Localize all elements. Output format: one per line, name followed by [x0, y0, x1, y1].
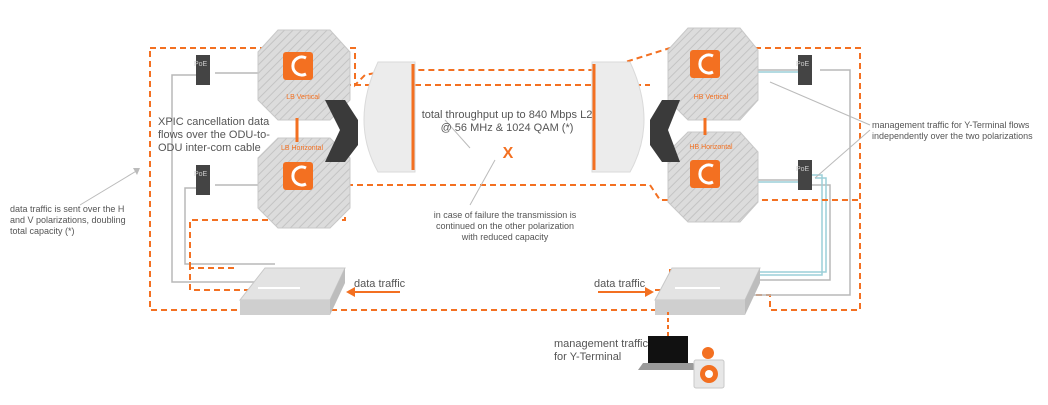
failure-mark: X — [502, 145, 514, 162]
hb-horizontal-label: HB Horizontal — [689, 144, 733, 151]
ethernet-cables — [171, 69, 851, 296]
poe-label-left-bottom: PoE — [194, 171, 208, 178]
callout-arrowhead-1 — [133, 168, 140, 175]
mgmt-terminal-note: management traffic for Y-Terminal — [554, 338, 648, 364]
y-terminal-device — [693, 347, 725, 389]
poe-injector-left-top — [196, 55, 210, 85]
data-traffic-label-left: data traffic — [354, 278, 406, 290]
antenna-right — [591, 61, 645, 173]
antenna-left — [363, 61, 416, 173]
poe-injector-right-top — [798, 55, 812, 85]
xpic-note: XPIC cancellation data flows over the OD… — [158, 116, 270, 155]
throughput-note: total throughput up to 840 Mbps L2 @ 56 … — [421, 109, 593, 135]
switch-left — [238, 267, 346, 315]
data-traffic-label-right: data traffic — [594, 278, 646, 290]
odu-lb-vertical — [257, 29, 351, 121]
hb-vertical-label: HB Vertical — [693, 94, 729, 101]
callout-lines — [79, 81, 871, 206]
arrowhead-data-right — [645, 287, 654, 297]
management-laptop — [638, 336, 700, 370]
odu-hb-vertical — [667, 27, 759, 121]
poe-label-right-bottom: PoE — [796, 166, 810, 173]
omt-connector-left — [325, 100, 358, 162]
lb-horizontal-label: LB Horizontal — [280, 145, 324, 152]
data-polarization-note: data traffic is sent over the H and V po… — [10, 204, 126, 236]
omt-connector-right — [650, 100, 680, 162]
failure-note: in case of failure the transmission is c… — [433, 210, 577, 242]
mgmt-flow-note: management traffic for Y-Terminal flows … — [872, 120, 1033, 141]
poe-label-left-top: PoE — [194, 61, 208, 68]
odu-hb-horizontal — [667, 131, 759, 223]
arrowhead-data-left — [346, 287, 355, 297]
poe-injector-right-bottom — [798, 160, 812, 190]
poe-label-right-top: PoE — [796, 61, 810, 68]
poe-injector-left-bottom — [196, 165, 210, 195]
lb-vertical-label: LB Vertical — [286, 94, 320, 101]
switch-right — [654, 267, 761, 315]
